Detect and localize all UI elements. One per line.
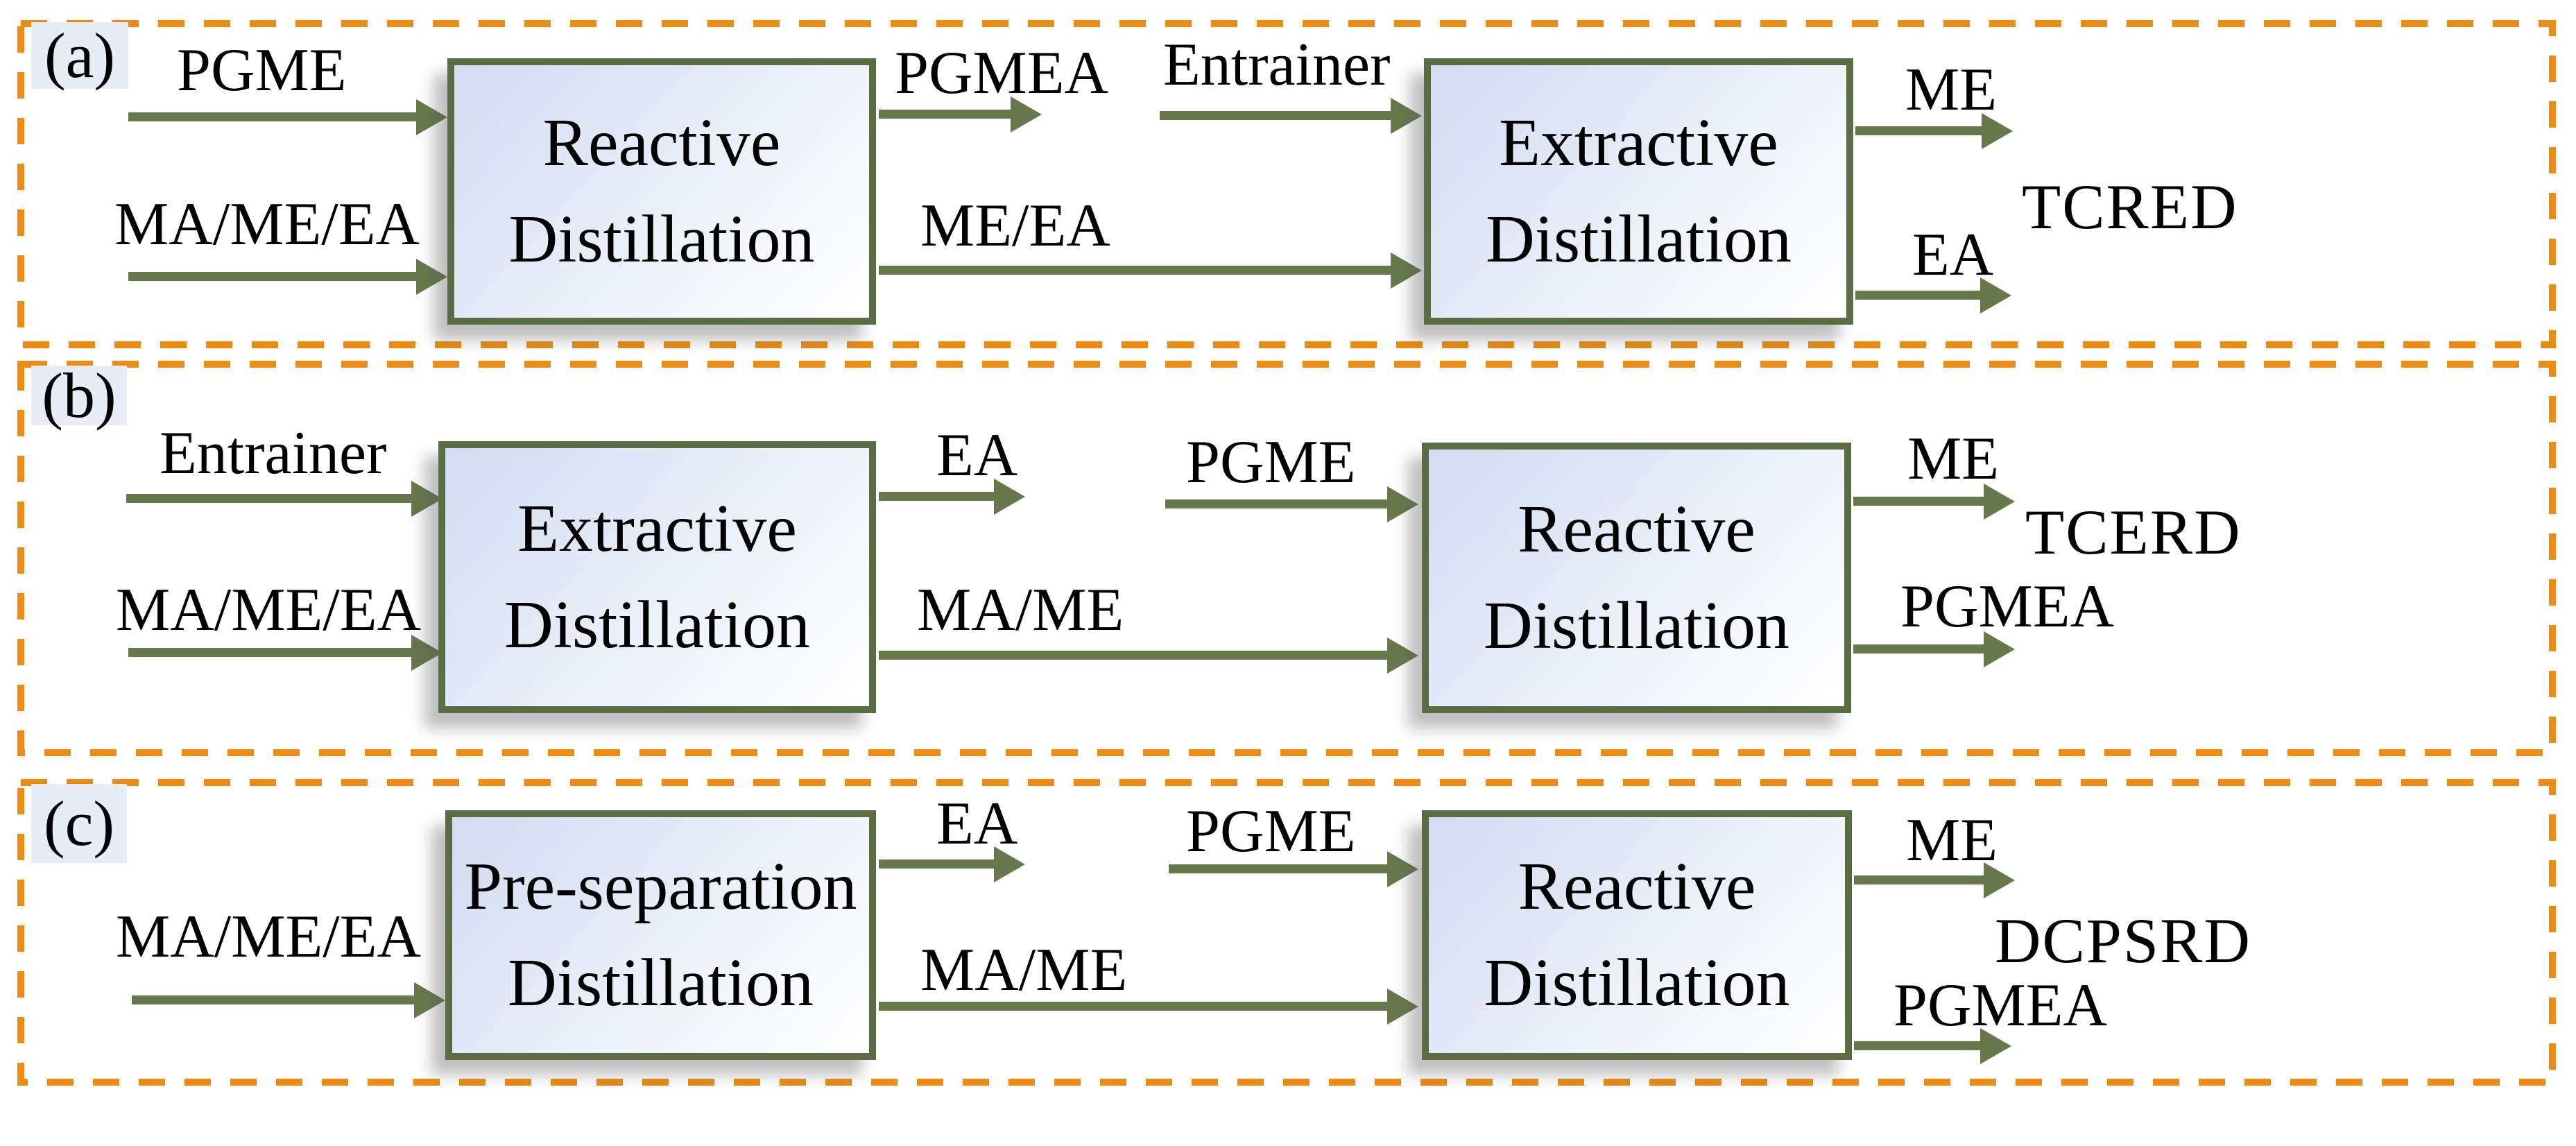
- stream-label-intermediate-top: EA: [936, 422, 1018, 489]
- stream-label-feed-top: Entrainer: [160, 420, 387, 487]
- unit-box-reactive-distillation: Reactive Distillation: [447, 58, 876, 325]
- arrow-intermediate-bottom: [879, 266, 1391, 275]
- box-label-line2: Distillation: [504, 588, 810, 662]
- arrow-intermediate-top: [879, 110, 1011, 119]
- box-label-line1: Reactive: [1518, 848, 1756, 924]
- box-label-line1: Reactive: [1518, 491, 1755, 567]
- panel-b-acronym: TCERD: [2025, 497, 2242, 567]
- arrow-intermediate-bottom: [879, 1002, 1387, 1011]
- arrow-entrainer-feed: [1160, 111, 1391, 120]
- stream-label-entrainer: Entrainer: [1163, 31, 1391, 99]
- panel-c-tag-chip: (c): [31, 784, 127, 863]
- box-label-line2: Distillation: [508, 946, 814, 1020]
- stream-label-product-top: ME: [1906, 807, 1998, 874]
- box-label-line1: Extractive: [1499, 105, 1778, 180]
- stream-label-product-bottom: PGMEA: [1900, 573, 2115, 640]
- stream-label-feed-top: PGME: [177, 37, 347, 104]
- arrow-feed-top: [126, 494, 411, 503]
- stream-label-product-top: ME: [1907, 425, 1999, 493]
- panel-b-border: [17, 361, 2556, 756]
- panel-a-tag: (a): [44, 20, 116, 91]
- panel-b-tag-chip: (b): [31, 360, 127, 431]
- box-label-line2: Distillation: [1486, 202, 1792, 277]
- arrow-feed-bottom: [128, 272, 416, 281]
- panel-a-tag-chip: (a): [31, 20, 128, 91]
- unit-box-extractive-distillation: Extractive Distillation: [438, 441, 876, 713]
- stream-label-feed: MA/ME/EA: [116, 903, 421, 970]
- box-label-line2: Distillation: [508, 202, 815, 277]
- stream-label-pgme-feed: PGME: [1186, 798, 1356, 865]
- arrow-product-bottom: [1855, 291, 1980, 300]
- arrow-product-bottom: [1853, 644, 1984, 653]
- arrow-intermediate-top: [879, 492, 994, 501]
- stream-label-intermediate-bottom: MA/ME: [920, 937, 1128, 1004]
- stream-label-pgme-feed: PGME: [1186, 429, 1356, 496]
- arrow-intermediate-bottom: [879, 651, 1387, 660]
- panel-b-tag: (b): [42, 360, 117, 431]
- arrow-pgme-feed: [1169, 864, 1387, 873]
- stream-label-product-bottom: EA: [1912, 221, 1994, 289]
- arrow-product-top: [1854, 875, 1984, 884]
- arrow-feed-top: [128, 112, 416, 121]
- arrow-product-top: [1853, 497, 1984, 506]
- stream-label-intermediate-bottom: ME/EA: [920, 192, 1110, 259]
- box-label-line2: Distillation: [1484, 946, 1790, 1020]
- unit-box-reactive-distillation: Reactive Distillation: [1422, 810, 1852, 1060]
- unit-box-extractive-distillation: Extractive Distillation: [1424, 58, 1853, 325]
- stream-label-product-top: ME: [1905, 56, 1997, 123]
- arrow-feed-bottom: [128, 648, 411, 657]
- box-label-line1: Extractive: [517, 490, 797, 566]
- panel-a-border: [17, 20, 2556, 348]
- stream-label-intermediate-bottom: MA/ME: [917, 576, 1124, 644]
- arrow-product-top: [1855, 126, 1982, 135]
- stream-label-intermediate-top: PGMEA: [895, 40, 1109, 107]
- box-label-line1: Reactive: [542, 105, 781, 180]
- panel-c-border: [17, 779, 2556, 1086]
- unit-box-preseparation-distillation: Pre-separation Distillation: [445, 810, 876, 1060]
- panel-a-acronym: TCRED: [2022, 171, 2238, 242]
- box-label-line1: Pre-separation: [464, 848, 857, 924]
- arrow-intermediate-top: [879, 860, 994, 869]
- panel-c-tag: (c): [43, 788, 115, 859]
- arrow-pgme-feed: [1165, 499, 1387, 508]
- stream-label-feed-bottom: MA/ME/EA: [114, 191, 420, 258]
- panel-c-acronym: DCPSRD: [1995, 905, 2251, 976]
- stream-label-product-bottom: PGMEA: [1894, 972, 2108, 1039]
- unit-box-reactive-distillation: Reactive Distillation: [1422, 443, 1851, 713]
- stream-label-feed-bottom: MA/ME/EA: [116, 576, 421, 644]
- box-label-line2: Distillation: [1484, 588, 1789, 663]
- stream-label-intermediate-top: EA: [936, 790, 1018, 857]
- arrow-feed: [132, 995, 414, 1004]
- arrow-product-bottom: [1854, 1041, 1980, 1050]
